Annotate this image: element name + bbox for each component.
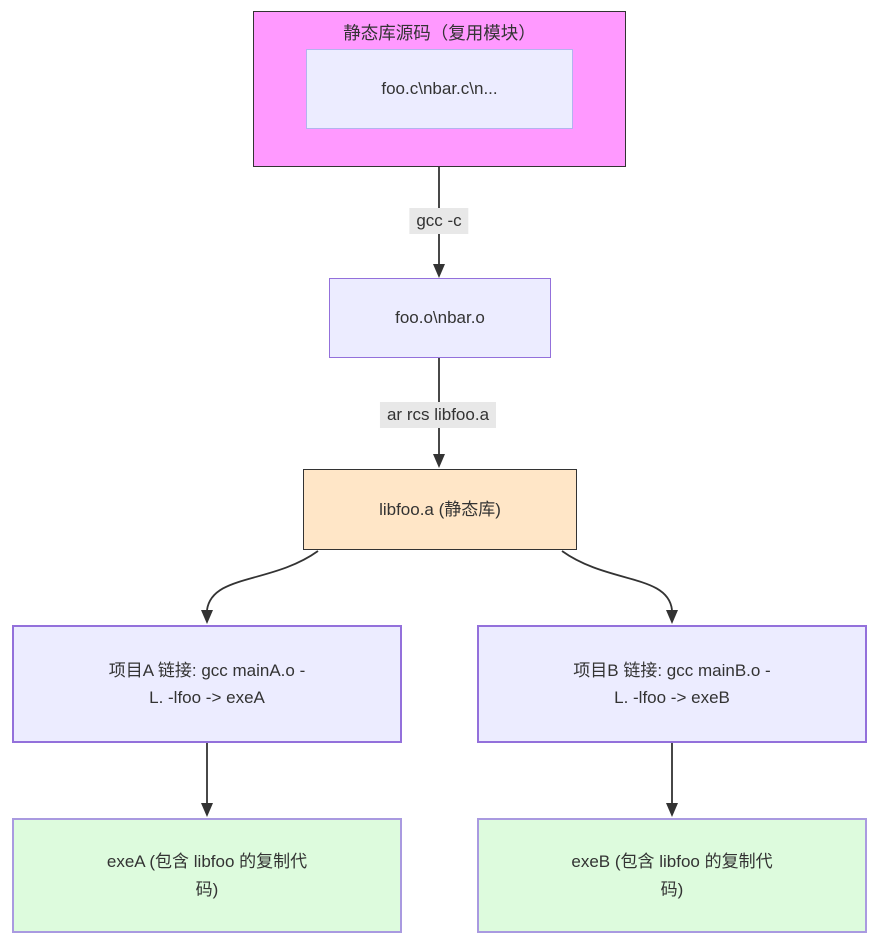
node-label: foo.c\nbar.c\n... (381, 79, 498, 99)
node-label-line-2: 码) (195, 879, 219, 899)
node-label-line-2: L. -lfoo -> exeB (614, 688, 730, 707)
edge-lib-to-projA (206, 550, 319, 611)
arrowhead-src-to-obj (433, 264, 445, 278)
node-project-b-link: 项目B 链接: gcc mainB.o - L. -lfoo -> exeB (477, 625, 867, 743)
node-label-line-1: 项目B 链接: gcc mainB.o - (573, 660, 771, 680)
arrowhead-lib-to-projA (201, 610, 213, 624)
node-exe-a: exeA (包含 libfoo 的复制代 码) (12, 818, 402, 933)
node-source-files: foo.c\nbar.c\n... (306, 49, 573, 129)
node-label-line-2: 码) (660, 879, 684, 899)
arrowhead-lib-to-projB (666, 610, 678, 624)
arrowhead-obj-to-lib (433, 454, 445, 468)
node-label: libfoo.a (静态库) (379, 499, 501, 519)
node-label-line-1: exeA (包含 libfoo 的复制代 (106, 852, 308, 872)
arrowhead-projA-to-exeA (201, 803, 213, 817)
subgraph-title: 静态库源码（复用模块） (343, 23, 536, 43)
edge-label-compile: gcc -c (409, 208, 469, 234)
arrowhead-projB-to-exeB (666, 803, 678, 817)
edge-lib-to-projB (561, 550, 673, 611)
edge-label-archive: ar rcs libfoo.a (379, 402, 497, 428)
node-label-line-2: L. -lfoo -> exeA (149, 688, 265, 707)
node-project-a-link: 项目A 链接: gcc mainA.o - L. -lfoo -> exeA (12, 625, 402, 743)
node-label-line-1: 项目A 链接: gcc mainA.o - (108, 660, 306, 680)
node-label: foo.o\nbar.o (395, 308, 485, 328)
node-object-files: foo.o\nbar.o (329, 278, 551, 358)
node-static-library: libfoo.a (静态库) (303, 469, 577, 550)
node-exe-b: exeB (包含 libfoo 的复制代 码) (477, 818, 867, 933)
node-label-line-1: exeB (包含 libfoo 的复制代 (571, 852, 773, 872)
